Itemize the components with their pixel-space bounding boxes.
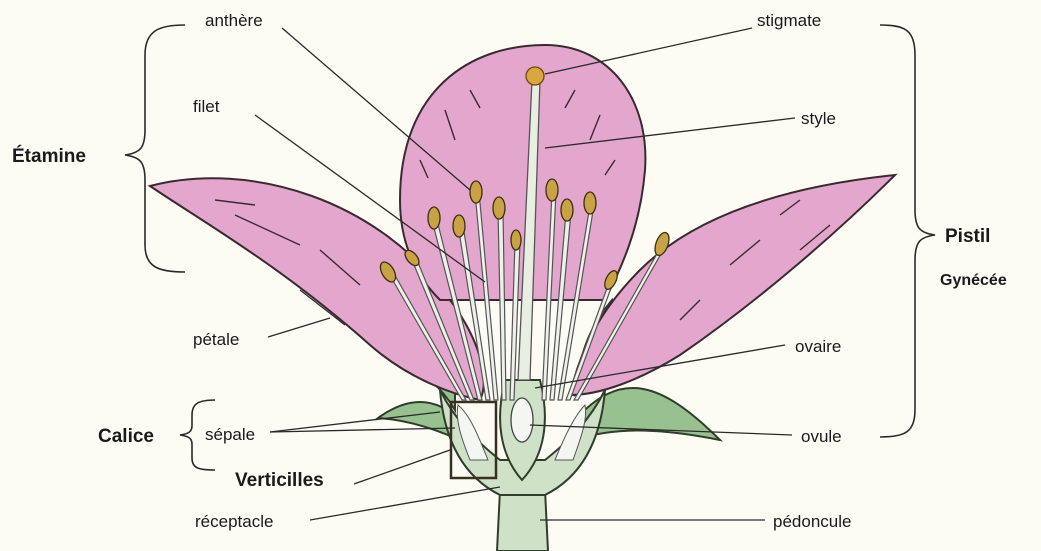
label-pedoncule: pédoncule [773, 512, 851, 531]
stigma-shape [526, 67, 544, 85]
label-ovule: ovule [801, 427, 842, 446]
label-style: style [801, 109, 836, 128]
label-pistil: Pistil [945, 226, 990, 247]
label-filet: filet [193, 97, 220, 116]
ovule-shape [511, 398, 533, 442]
label-etamine: Étamine [12, 145, 86, 167]
petal-center-shape [400, 45, 645, 300]
label-petale: pétale [193, 330, 239, 349]
label-sepale: sépale [205, 425, 255, 444]
label-verticilles: Verticilles [235, 470, 324, 491]
pistil-brace [880, 25, 935, 437]
label-ovaire: ovaire [795, 337, 841, 356]
etamine-brace [125, 25, 185, 272]
label-calice: Calice [98, 426, 154, 447]
label-gynecee: Gynécée [940, 272, 1007, 289]
label-anthere: anthère [205, 11, 263, 30]
label-stigmate: stigmate [757, 11, 821, 30]
label-receptacle: réceptacle [195, 512, 273, 531]
